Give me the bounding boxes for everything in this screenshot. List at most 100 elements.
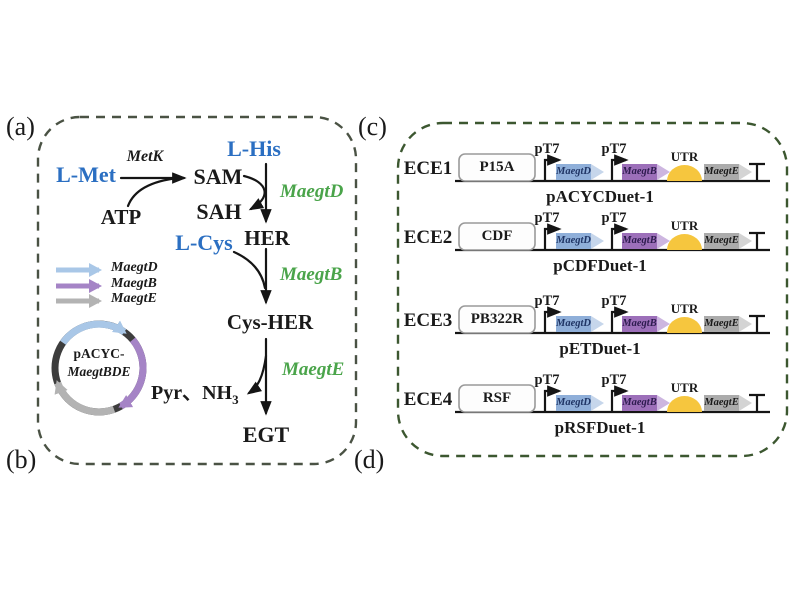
utr-label: UTR [670,380,699,395]
panel-label-a: (a) [6,112,35,141]
gene-label-maegte: MaegtE [704,235,739,246]
gene-arrow-tip [739,164,752,180]
gene-arrow-tip [591,233,604,249]
pt7-label: pT7 [601,210,627,226]
gene-label-maegtb: MaegtB [622,318,657,329]
construct-row-ece2 [455,222,770,252]
enzyme-maegtb-label: MaegtB [280,264,343,285]
origin-label: PB322R [470,311,524,327]
gene-label-maegtb: MaegtB [622,235,657,246]
panel-a-border [36,115,358,466]
construct-name: ECE2 [403,227,453,248]
arrow-lcys-curve [232,250,267,290]
enzyme-maegte-label: MaegtE [282,359,345,380]
utr-label: UTR [670,218,699,233]
pt7-promoter-icon [610,154,629,181]
construct-name: ECE4 [403,389,453,410]
gene-arrow-tip [657,164,670,180]
metabolite-her: HER [244,226,290,250]
utr-icon [667,234,702,250]
pt7-label: pT7 [534,293,560,309]
pt7-label: pT7 [601,293,627,309]
metabolite-l-met: L-Met [56,162,116,187]
construct-row-ece3 [455,305,770,335]
gene-arrow-tip [657,316,670,332]
arrow-sam-to-sah [242,174,266,211]
plasmid-arc-maegtd [60,320,127,345]
metabolite-atp: ATP [100,205,142,229]
panel-label-d: (d) [354,445,385,474]
gene-arrow-tip [739,233,752,249]
gene-arrow-maegtb [622,395,657,411]
construct-row-ece1 [455,153,770,183]
terminator-icon [749,393,765,412]
gene-label-maegte: MaegtE [704,318,739,329]
origin-box [458,384,536,413]
gene-label-maegte: MaegtE [704,397,739,408]
backbone-name: pCDFDuet-1 [553,256,647,275]
plasmid-name-line2: MaegtBDE [67,364,131,379]
origin-label: RSF [482,390,512,406]
pt7-promoter-icon [610,385,629,412]
backbone-name: pACYCDuet-1 [546,187,654,206]
pt7-promoter-icon [610,306,629,333]
terminator-icon [749,231,765,250]
gene-arrow-maegtb [622,316,657,332]
pt7-promoter-icon [543,385,562,412]
gene-arrow-tip [739,395,752,411]
gene-label-maegtb: MaegtB [622,166,657,177]
gene-arrow-maegte [704,233,739,249]
pt7-label: pT7 [534,141,560,157]
origin-box [458,305,536,334]
plasmid-arc-maegte [54,380,116,416]
pt7-promoter-icon [543,306,562,333]
gene-arrow-tip [591,316,604,332]
legend-label-maegtb: MaegtB [111,276,157,291]
enzyme-maegtd-label: MaegtD [280,181,344,202]
construct-row-ece4 [455,384,770,414]
metabolite-cys-her: Cys-HER [226,310,314,334]
metabolite-sah: SAH [196,199,242,224]
gene-label-maegtd: MaegtD [556,318,591,329]
pt7-label: pT7 [601,372,627,388]
pyr-nh3-text: Pyr、NH [151,382,233,404]
utr-icon [667,165,702,181]
panel-label-b: (b) [6,445,37,474]
gene-arrow-tip [591,164,604,180]
gene-arrow-maegtb [622,233,657,249]
origin-label: CDF [481,228,513,244]
construct-name: ECE1 [403,158,453,179]
pt7-promoter-icon [543,154,562,181]
arrow-nh3-branch [246,354,268,395]
gene-label-maegtd: MaegtD [556,166,591,177]
panel-c-border [396,121,789,458]
gene-arrow-maegtd [556,316,591,332]
gene-label-maegtd: MaegtD [556,397,591,408]
gene-arrow-maegtd [556,233,591,249]
pt7-label: pT7 [534,210,560,226]
pt7-label: pT7 [601,141,627,157]
gene-arrow-tip [739,316,752,332]
gene-arrow-maegtb [622,164,657,180]
pt7-label: pT7 [534,372,560,388]
gene-arrow-maegte [704,395,739,411]
gene-arrow-maegte [704,316,739,332]
terminator-icon [749,314,765,333]
backbone-name: pETDuet-1 [559,339,641,358]
nh3-subscript: 3 [232,392,239,407]
metabolite-l-his: L-His [227,136,281,161]
utr-label: UTR [670,149,699,164]
arrow-atp-curve [126,176,180,208]
gene-arrow-tip [657,395,670,411]
terminator-icon [749,162,765,181]
gene-arrow-tip [591,395,604,411]
construct-name: ECE3 [403,310,453,331]
plasmid-arc-maegtb [118,337,147,410]
origin-label: P15A [479,159,515,175]
gene-label-maegtb: MaegtB [622,397,657,408]
legend-label-maegte: MaegtE [111,291,157,306]
enzyme-metk: MetK [126,148,164,165]
gene-label-maegte: MaegtE [704,166,739,177]
